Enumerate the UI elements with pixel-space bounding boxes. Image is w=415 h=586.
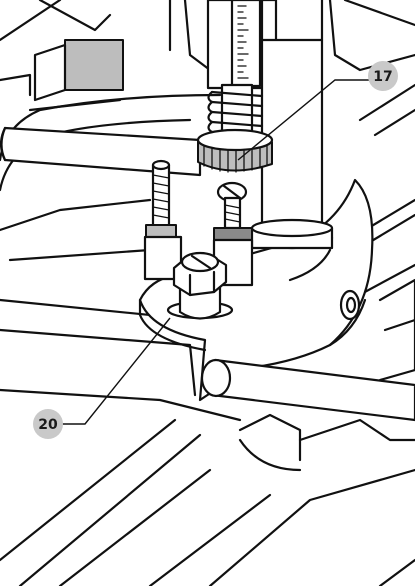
stop-screw-left	[143, 159, 183, 281]
callout-17-label: 17	[373, 69, 392, 85]
base-frame	[0, 93, 415, 586]
callout-17-bubble	[368, 61, 398, 91]
housing-block	[64, 39, 124, 91]
callout-20-label: 20	[38, 417, 58, 433]
knurled-nut	[196, 128, 274, 173]
callout-20-bubble	[33, 409, 63, 439]
guide-rod-lower	[200, 358, 415, 422]
callout-20: 20	[33, 317, 171, 439]
guide-rod-upper	[0, 126, 202, 177]
hex-nut-front	[166, 251, 234, 320]
callout-17: 17	[237, 61, 398, 161]
